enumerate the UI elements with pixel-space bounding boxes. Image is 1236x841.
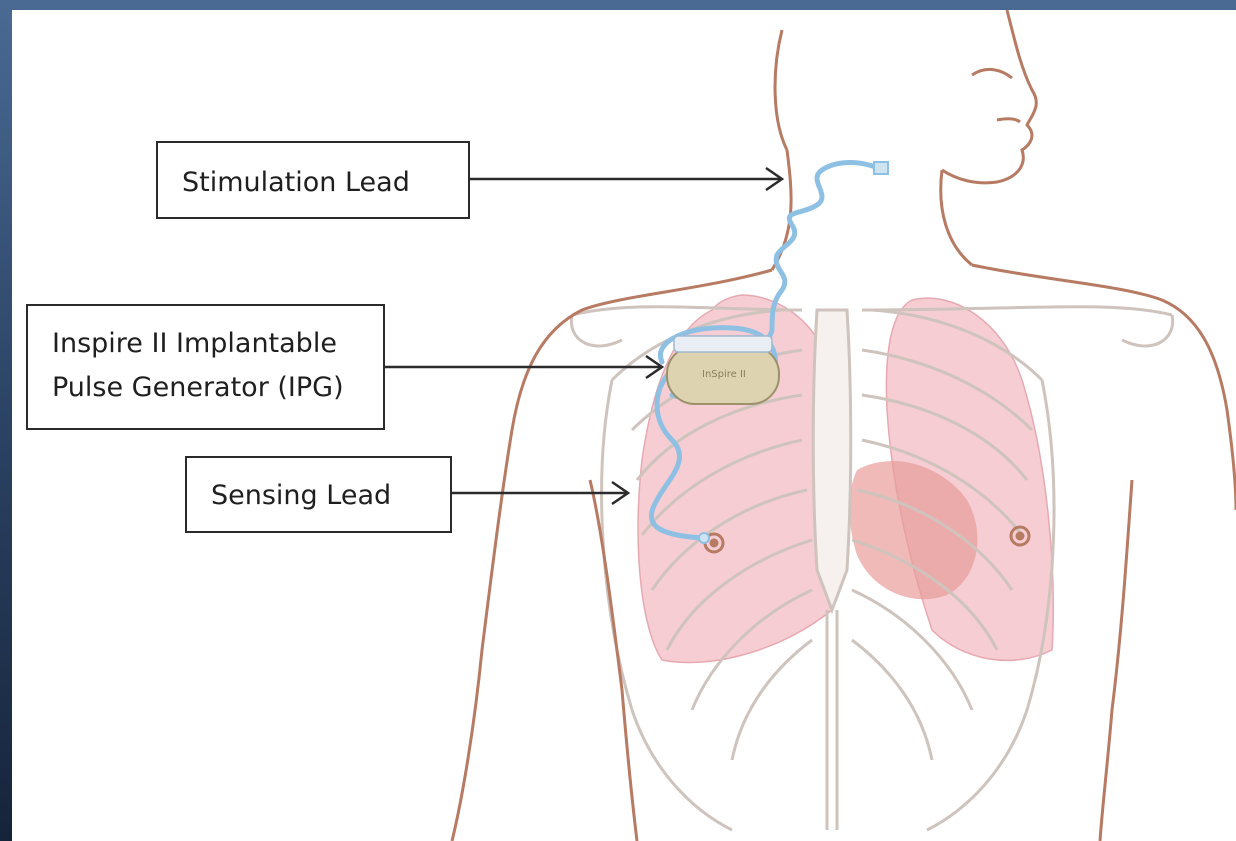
sensing-lead-label-box: Sensing Lead xyxy=(185,456,452,533)
ipg-label-line-1: Inspire II Implantable xyxy=(52,322,383,366)
stimulation-lead-label: Stimulation Lead xyxy=(182,161,468,205)
ipg-label-line-2: Pulse Generator (IPG) xyxy=(52,366,383,410)
diagram-canvas: InSpire II Stimulation Lead Inspire II I… xyxy=(12,10,1236,841)
ipg-device: InSpire II xyxy=(667,336,779,404)
ipg-device-marking: InSpire II xyxy=(702,369,746,380)
stimulation-lead-label-box: Stimulation Lead xyxy=(156,141,470,219)
ipg-label-box: Inspire II Implantable Pulse Generator (… xyxy=(26,304,385,430)
sensing-lead-label: Sensing Lead xyxy=(211,474,450,518)
